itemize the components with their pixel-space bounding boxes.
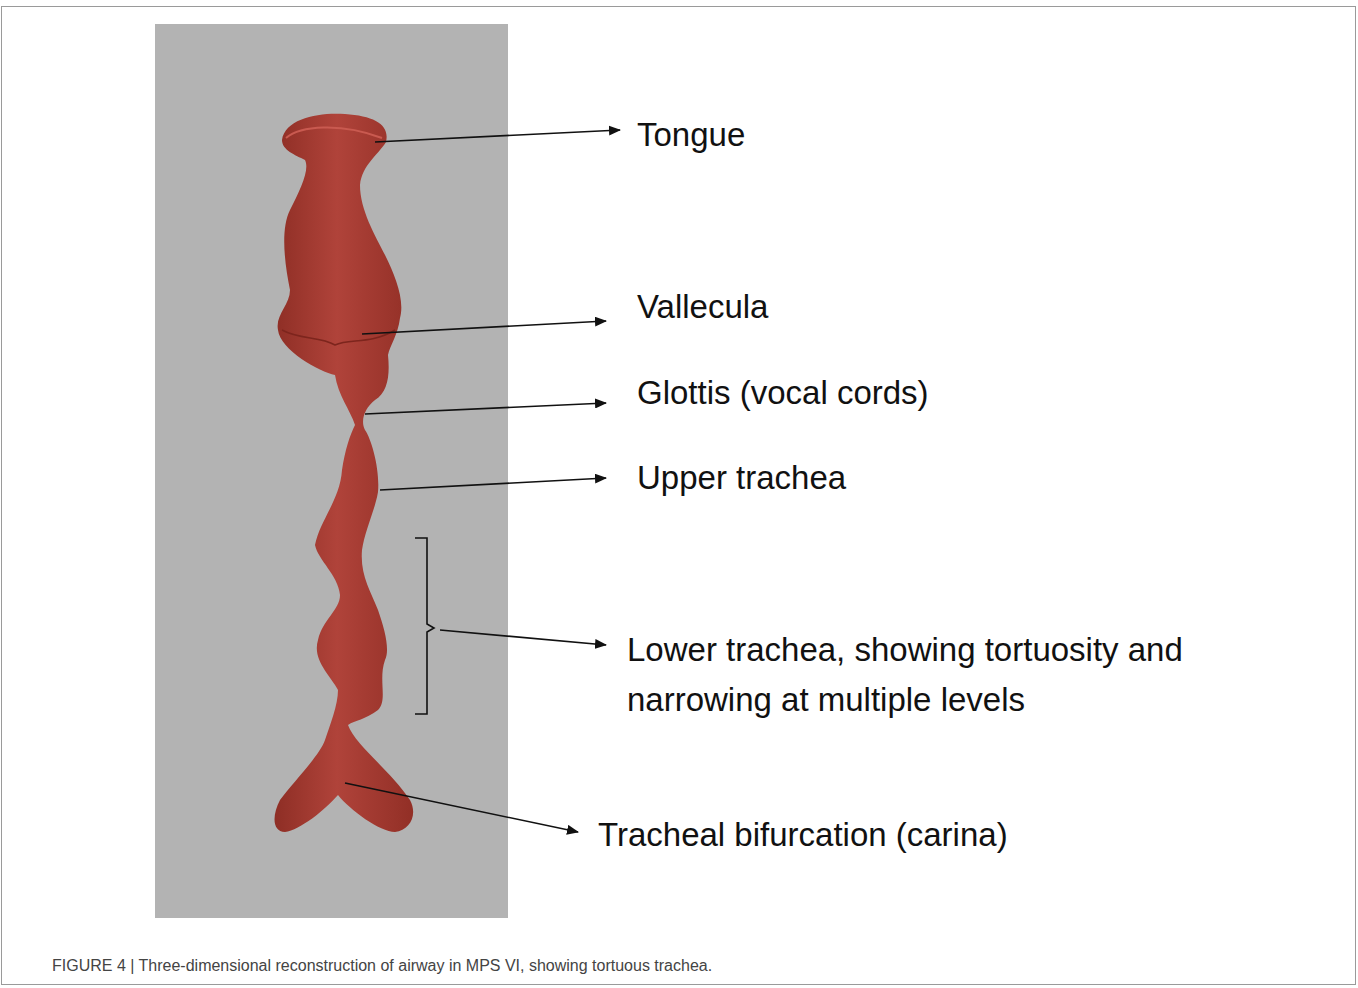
part-label: Vallecula — [637, 282, 768, 332]
leader-arrow — [345, 783, 578, 832]
part-label: Glottis (vocal cords) — [637, 368, 929, 418]
part-label: Lower trachea, showing tortuosity and na… — [627, 625, 1227, 724]
tongue-rim — [286, 127, 382, 138]
part-label: Upper trachea — [637, 453, 846, 503]
bracket — [415, 538, 434, 714]
grey-panel — [155, 24, 508, 918]
leader-arrow — [362, 321, 606, 334]
leader-arrow — [440, 630, 606, 645]
figure-frame — [2, 7, 1356, 985]
vallecula-fold — [282, 330, 395, 345]
leader-arrow — [375, 130, 620, 142]
part-label: Tracheal bifurcation (carina) — [598, 810, 1008, 860]
part-label: Tongue — [637, 110, 745, 160]
figure-caption: FIGURE 4 | Three-dimensional reconstruct… — [52, 957, 712, 975]
airway-model — [275, 114, 414, 832]
leader-arrow — [365, 403, 606, 414]
leader-arrow — [380, 478, 606, 490]
